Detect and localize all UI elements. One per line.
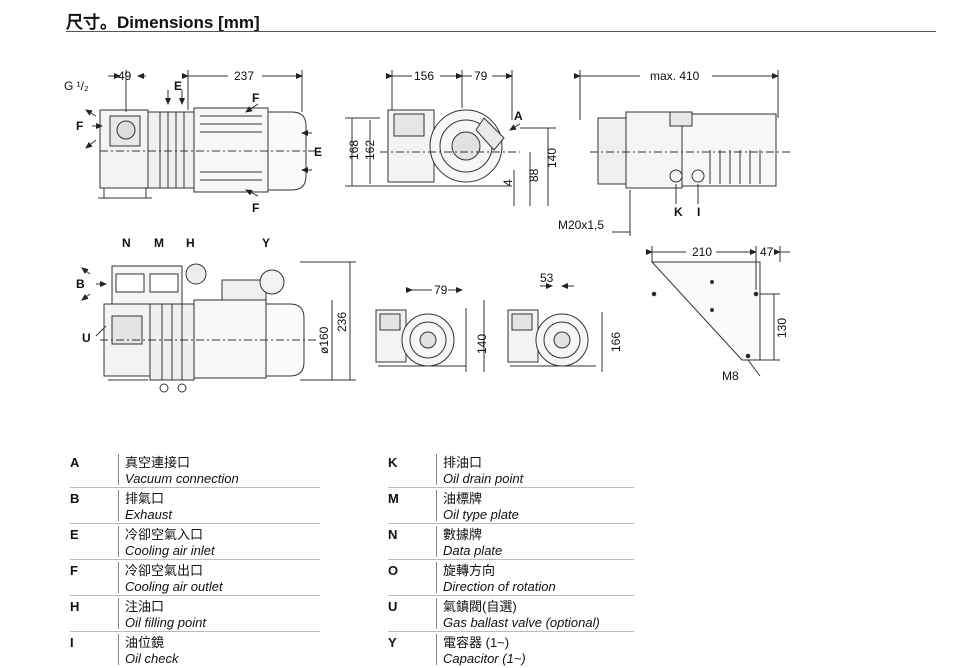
legend-en: Direction of rotation: [443, 579, 556, 594]
legend-code: M: [388, 491, 399, 506]
legend-zh: 數據牌: [443, 527, 483, 542]
legend-en: Capacitor (1~): [443, 651, 526, 666]
legend-en: Gas ballast valve (optional): [443, 615, 600, 630]
label-f-bottom: F: [252, 201, 259, 215]
legend-code: Y: [388, 635, 397, 650]
legend-en: Cooling air inlet: [125, 543, 215, 558]
dim-140-top: 140: [545, 148, 559, 168]
dim-160: ø160: [317, 326, 331, 354]
pump-front-view: [380, 109, 520, 187]
legend-en: Data plate: [443, 543, 503, 558]
legend-code: F: [70, 563, 78, 578]
dim-140-lower: 140: [475, 334, 489, 354]
dimension-drawing: G ¹/₂ 49 237 156 79 max. 410 168 162 4 8…: [64, 69, 790, 393]
legend-en: Exhaust: [125, 507, 172, 522]
dim-162: 162: [363, 140, 377, 160]
legend-zh: 排油口: [443, 455, 483, 470]
dim-g12: G ¹/₂: [64, 79, 89, 93]
dim-47: 47: [760, 245, 774, 259]
label-n: N: [122, 236, 131, 250]
label-b: B: [76, 277, 85, 291]
legend-zh: 電容器 (1~): [443, 635, 510, 650]
dim-166: 166: [609, 332, 623, 352]
legend-code: K: [388, 455, 398, 470]
legend-code: N: [388, 527, 398, 542]
dim-88: 88: [527, 168, 541, 182]
dim-79-top: 79: [474, 69, 488, 83]
legend-row: Y 電容器 (1~)Capacitor (1~): [388, 632, 634, 667]
legend-en: Oil drain point: [443, 471, 524, 486]
legend-zh: 排氣口: [125, 491, 165, 506]
legend-zh: 冷卻空氣入口: [125, 527, 204, 542]
mounting-plate-view: [650, 261, 761, 361]
legend-zh: 油位鏡: [125, 635, 165, 650]
legend-zh: 真空連接口: [125, 455, 191, 470]
label-i: I: [697, 205, 700, 219]
legend-en: Oil filling point: [125, 615, 206, 630]
dim-236: 236: [335, 312, 349, 332]
page-title: 尺寸。Dimensions [mm]: [66, 13, 260, 32]
pump-front-view-lower-1: [375, 309, 466, 367]
label-f-top: F: [252, 91, 259, 105]
legend-code: A: [70, 455, 80, 470]
legend-code: U: [388, 599, 398, 614]
dim-130: 130: [775, 318, 789, 338]
dim-210: 210: [692, 245, 712, 259]
label-k: K: [674, 205, 683, 219]
legend-zh: 油標牌: [443, 491, 483, 506]
pump-side-view: [98, 107, 320, 199]
legend-en: Vacuum connection: [125, 471, 239, 486]
label-h: H: [186, 236, 195, 250]
dim-m20: M20x1,5: [558, 218, 604, 232]
dim-156: 156: [414, 69, 434, 83]
label-a: A: [514, 109, 523, 123]
legend-zh: 氣鎮閥(自選): [443, 599, 517, 614]
label-e-top: E: [174, 79, 182, 93]
legend-zh: 冷卻空氣出口: [125, 563, 204, 578]
legend-en: Cooling air outlet: [125, 579, 223, 594]
title-divider: [66, 31, 936, 32]
dim-49: 49: [118, 69, 132, 83]
label-f-left: F: [76, 119, 83, 133]
dim-168: 168: [347, 140, 361, 160]
legend-en: Oil type plate: [443, 507, 519, 522]
pump-top-view: [590, 111, 790, 189]
dim-max410: max. 410: [650, 69, 700, 83]
dim-53: 53: [540, 271, 554, 285]
dim-4: 4: [501, 179, 515, 186]
label-e-right: E: [314, 145, 322, 159]
dim-237: 237: [234, 69, 254, 83]
pump-front-view-lower-2: [507, 309, 596, 367]
dim-m8: M8: [722, 369, 739, 383]
legend-zh: 旋轉方向: [443, 563, 496, 578]
legend-code: H: [70, 599, 80, 614]
legend-row: U 氣鎮閥(自選)Gas ballast valve (optional): [388, 596, 634, 632]
legend-en: Oil check: [125, 651, 179, 666]
legend-code: O: [388, 563, 399, 578]
dim-79-lower: 79: [434, 283, 448, 297]
pump-side-view-lower: [100, 263, 316, 393]
legend-code: B: [70, 491, 80, 506]
legend-code: E: [70, 527, 79, 542]
label-y: Y: [262, 236, 270, 250]
label-u: U: [82, 331, 91, 345]
legend-code: I: [70, 635, 74, 650]
label-m: M: [154, 236, 164, 250]
legend-zh: 注油口: [125, 599, 165, 614]
